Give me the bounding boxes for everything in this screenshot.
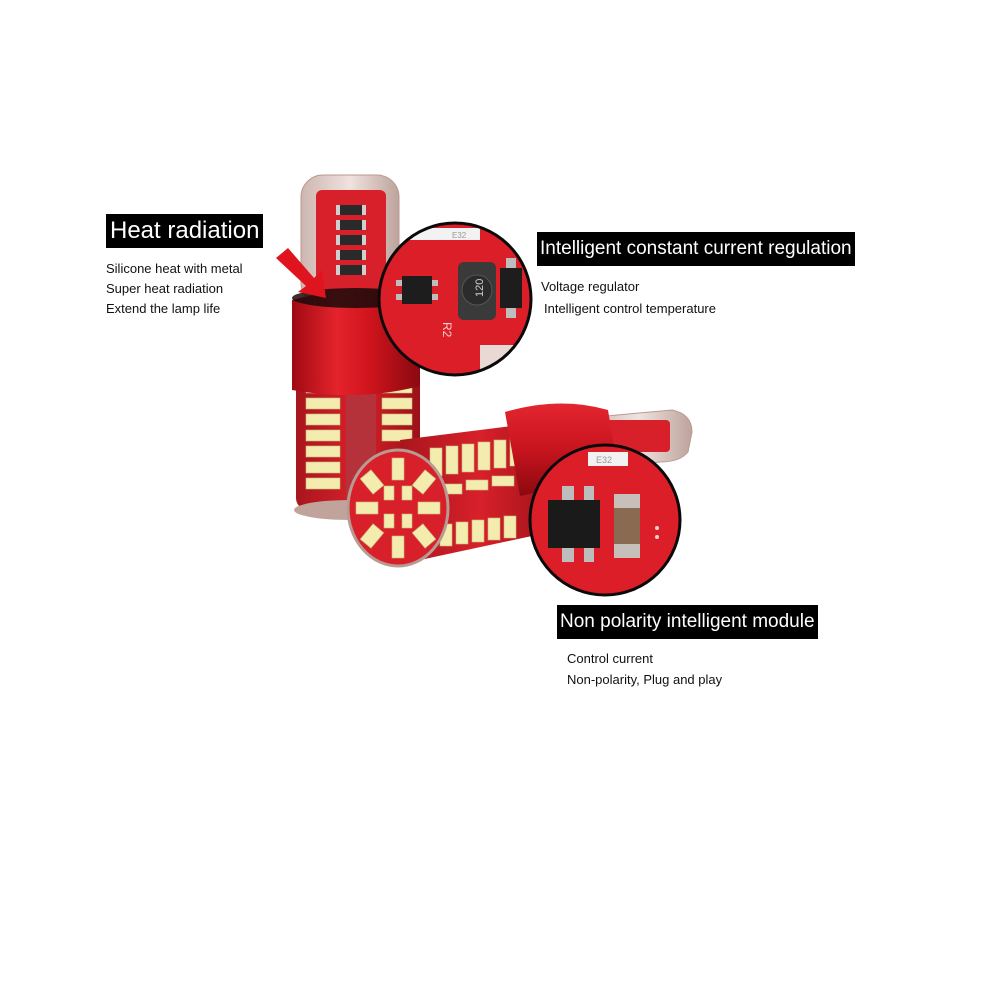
- heat-radiation-description: Silicone heat with metal Super heat radi…: [106, 259, 243, 319]
- heat-line-1: Silicone heat with metal: [106, 261, 243, 276]
- resistor-marking: R2: [440, 322, 454, 338]
- pcb-marking-top: E32: [452, 231, 467, 240]
- inductor-marking: 120: [474, 279, 486, 297]
- led-row-bottom: [439, 515, 517, 547]
- regulation-description: Voltage regulator Intelligent control te…: [541, 276, 716, 320]
- polarity-title: Non polarity intelligent module: [557, 605, 818, 639]
- heat-line-2: Super heat radiation: [106, 281, 224, 296]
- heat-line-3: Extend the lamp life: [106, 301, 221, 316]
- led-bulb-horizontal: [346, 403, 693, 568]
- smd-resistors: [340, 205, 362, 275]
- regulation-line-1: Voltage regulator: [541, 279, 640, 294]
- arrow-icon: [276, 248, 326, 298]
- regulation-line-2: Intelligent control temperature: [544, 301, 716, 316]
- led-column-left: [305, 381, 341, 490]
- heat-radiation-title: Heat radiation: [106, 214, 264, 248]
- polarity-description: Control current Non-polarity, Plug and p…: [567, 648, 722, 690]
- polarity-line-2: Non-polarity, Plug and play: [567, 672, 723, 687]
- zoom-circle-polarity: E32: [528, 443, 682, 597]
- pcb-marking-bottom: E32: [596, 455, 612, 465]
- regulation-title: Intelligent constant current regulation: [537, 232, 855, 266]
- polarity-line-1: Control current: [567, 651, 653, 666]
